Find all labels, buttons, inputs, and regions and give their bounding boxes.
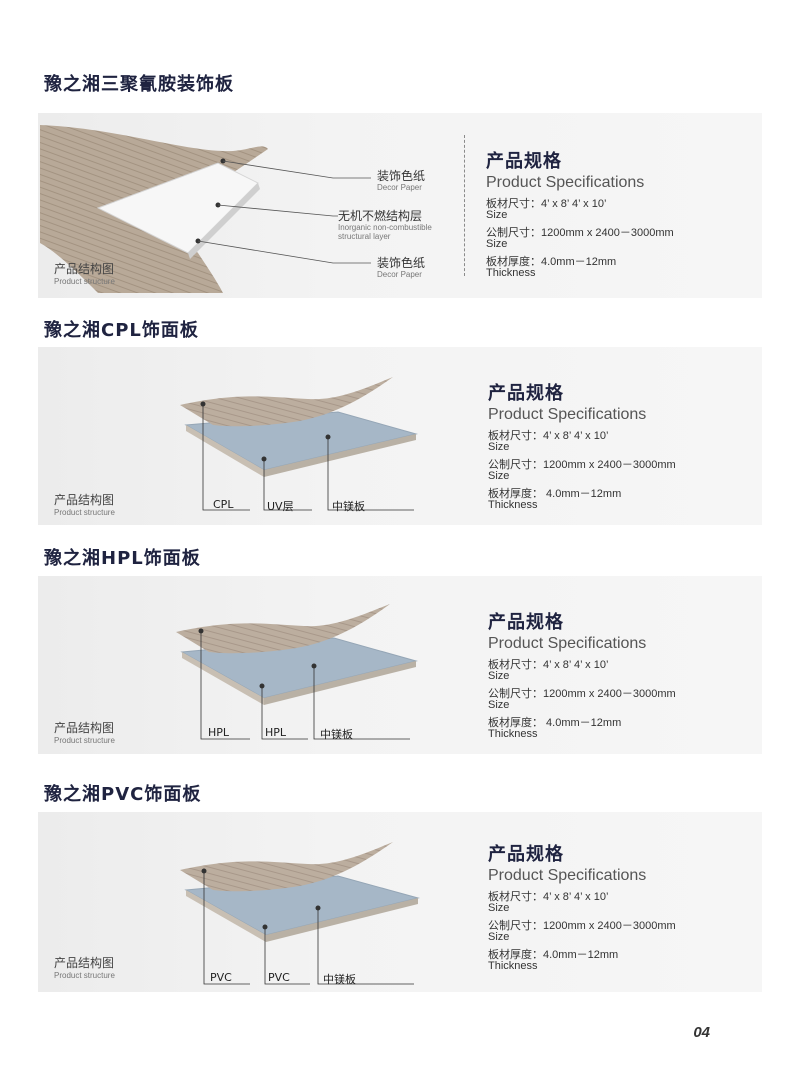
structure-label: 产品结构图 — [54, 493, 115, 507]
spec-title-en: Product Specifications — [488, 867, 647, 884]
spec-label-en: Size — [488, 470, 510, 482]
spec-title-en: Product Specifications — [488, 635, 647, 652]
callout-decor-paper-bottom-en: Decor Paper — [377, 270, 422, 279]
melamine-panel: 装饰色纸 Decor Paper 无机不燃结构层 Inorganic non-c… — [38, 113, 762, 298]
layer-label: 中镁板 — [332, 500, 365, 513]
hpl-structure-illustration — [176, 604, 418, 740]
spec-row: 板材尺寸：4’ x 8’ 4’ x 10’Size — [488, 660, 676, 682]
spec-value: 公制尺寸：1200mm x 2400－3000mm — [488, 920, 676, 932]
spec-label-en: Thickness — [486, 267, 536, 279]
spec-title: 产品规格 — [488, 383, 564, 404]
layer-label: 中镁板 — [320, 728, 353, 741]
structure-label: 产品结构图 — [54, 956, 115, 970]
spec-block: 产品规格 Product Specifications 板材尺寸：4’ x 8’… — [486, 147, 674, 279]
spec-title-en: Product Specifications — [488, 406, 647, 423]
section-title-pvc: 豫之湘PVC饰面板 — [44, 784, 202, 805]
spec-title: 产品规格 — [488, 612, 564, 633]
section-title-cpl: 豫之湘CPL饰面板 — [44, 320, 199, 341]
spec-value: 板材厚度：4.0mm－12mm — [486, 256, 617, 268]
layer-label: HPL — [208, 726, 230, 739]
pvc-panel: PVC PVC 中镁板 产品结构图 Product structure 产品规格… — [38, 812, 762, 992]
melamine-structure-illustration — [40, 125, 371, 293]
structure-label-en: Product structure — [54, 508, 115, 517]
spec-value: 板材尺寸：4’ x 8’ 4’ x 10’ — [488, 659, 609, 671]
spec-block: 产品规格 Product Specifications 板材尺寸：4’ x 8’… — [488, 379, 676, 511]
callout-core-layer-en2: structural layer — [338, 232, 391, 241]
structure-label-en: Product structure — [54, 736, 115, 745]
spec-label-en: Size — [488, 902, 510, 914]
hpl-panel: HPL HPL 中镁板 产品结构图 Product structure 产品规格… — [38, 576, 762, 754]
spec-label-en: Size — [488, 931, 510, 943]
structure-label-en: Product structure — [54, 971, 115, 980]
spec-row: 板材尺寸：4’ x 8’ 4’ x 10’Size — [486, 199, 674, 221]
spec-label-en: Size — [486, 209, 508, 221]
spec-value: 板材厚度： 4.0mm－12mm — [488, 717, 622, 729]
spec-value: 公制尺寸：1200mm x 2400－3000mm — [486, 227, 674, 239]
callout-decor-paper-bottom: 装饰色纸 — [377, 256, 426, 270]
layer-label: PVC — [268, 971, 290, 984]
spec-label-en: Thickness — [488, 499, 538, 511]
spec-label-en: Thickness — [488, 960, 538, 972]
spec-row: 板材尺寸：4’ x 8’ 4’ x 10’Size — [488, 892, 676, 914]
spec-value: 公制尺寸：1200mm x 2400－3000mm — [488, 688, 676, 700]
spec-label-en: Size — [486, 238, 508, 250]
layer-label: PVC — [210, 971, 232, 984]
structure-label: 产品结构图 — [54, 721, 115, 735]
cpl-panel: CPL UV层 中镁板 产品结构图 Product structure 产品规格… — [38, 347, 762, 525]
spec-value: 公制尺寸：1200mm x 2400－3000mm — [488, 459, 676, 471]
spec-label-en: Thickness — [488, 728, 538, 740]
structure-label: 产品结构图 — [54, 262, 115, 276]
spec-value: 板材厚度：4.0mm－12mm — [488, 949, 619, 961]
spec-block: 产品规格 Product Specifications 板材尺寸：4’ x 8’… — [488, 840, 676, 972]
spec-label-en: Size — [488, 670, 510, 682]
cpl-structure-illustration — [180, 377, 418, 511]
callout-core-layer: 无机不燃结构层 — [338, 209, 423, 223]
layer-label: 中镁板 — [323, 973, 356, 986]
layer-label: CPL — [213, 498, 234, 511]
structure-label-en: Product structure — [54, 277, 115, 286]
spec-value: 板材尺寸：4’ x 8’ 4’ x 10’ — [488, 891, 609, 903]
spec-value: 板材尺寸：4’ x 8’ 4’ x 10’ — [486, 198, 607, 210]
spec-label-en: Size — [488, 699, 510, 711]
panel-divider — [464, 135, 465, 276]
spec-title-en: Product Specifications — [486, 174, 645, 191]
callout-decor-paper-top: 装饰色纸 — [377, 169, 426, 183]
layer-label: HPL — [265, 726, 287, 739]
section-title-hpl: 豫之湘HPL饰面板 — [44, 548, 201, 569]
spec-block: 产品规格 Product Specifications 板材尺寸：4’ x 8’… — [488, 608, 676, 740]
spec-title: 产品规格 — [486, 151, 562, 172]
callout-core-layer-en1: Inorganic non-combustible — [338, 223, 432, 232]
spec-value: 板材厚度： 4.0mm－12mm — [488, 488, 622, 500]
spec-row: 板材尺寸：4’ x 8’ 4’ x 10’Size — [488, 431, 676, 453]
section-title-melamine: 豫之湘三聚氰胺装饰板 — [44, 74, 234, 95]
callout-decor-paper-top-en: Decor Paper — [377, 183, 422, 192]
page-number: 04 — [693, 1024, 710, 1041]
spec-title: 产品规格 — [488, 844, 564, 865]
spec-label-en: Size — [488, 441, 510, 453]
spec-value: 板材尺寸：4’ x 8’ 4’ x 10’ — [488, 430, 609, 442]
layer-label: UV层 — [267, 500, 294, 513]
pvc-structure-illustration — [180, 842, 420, 985]
